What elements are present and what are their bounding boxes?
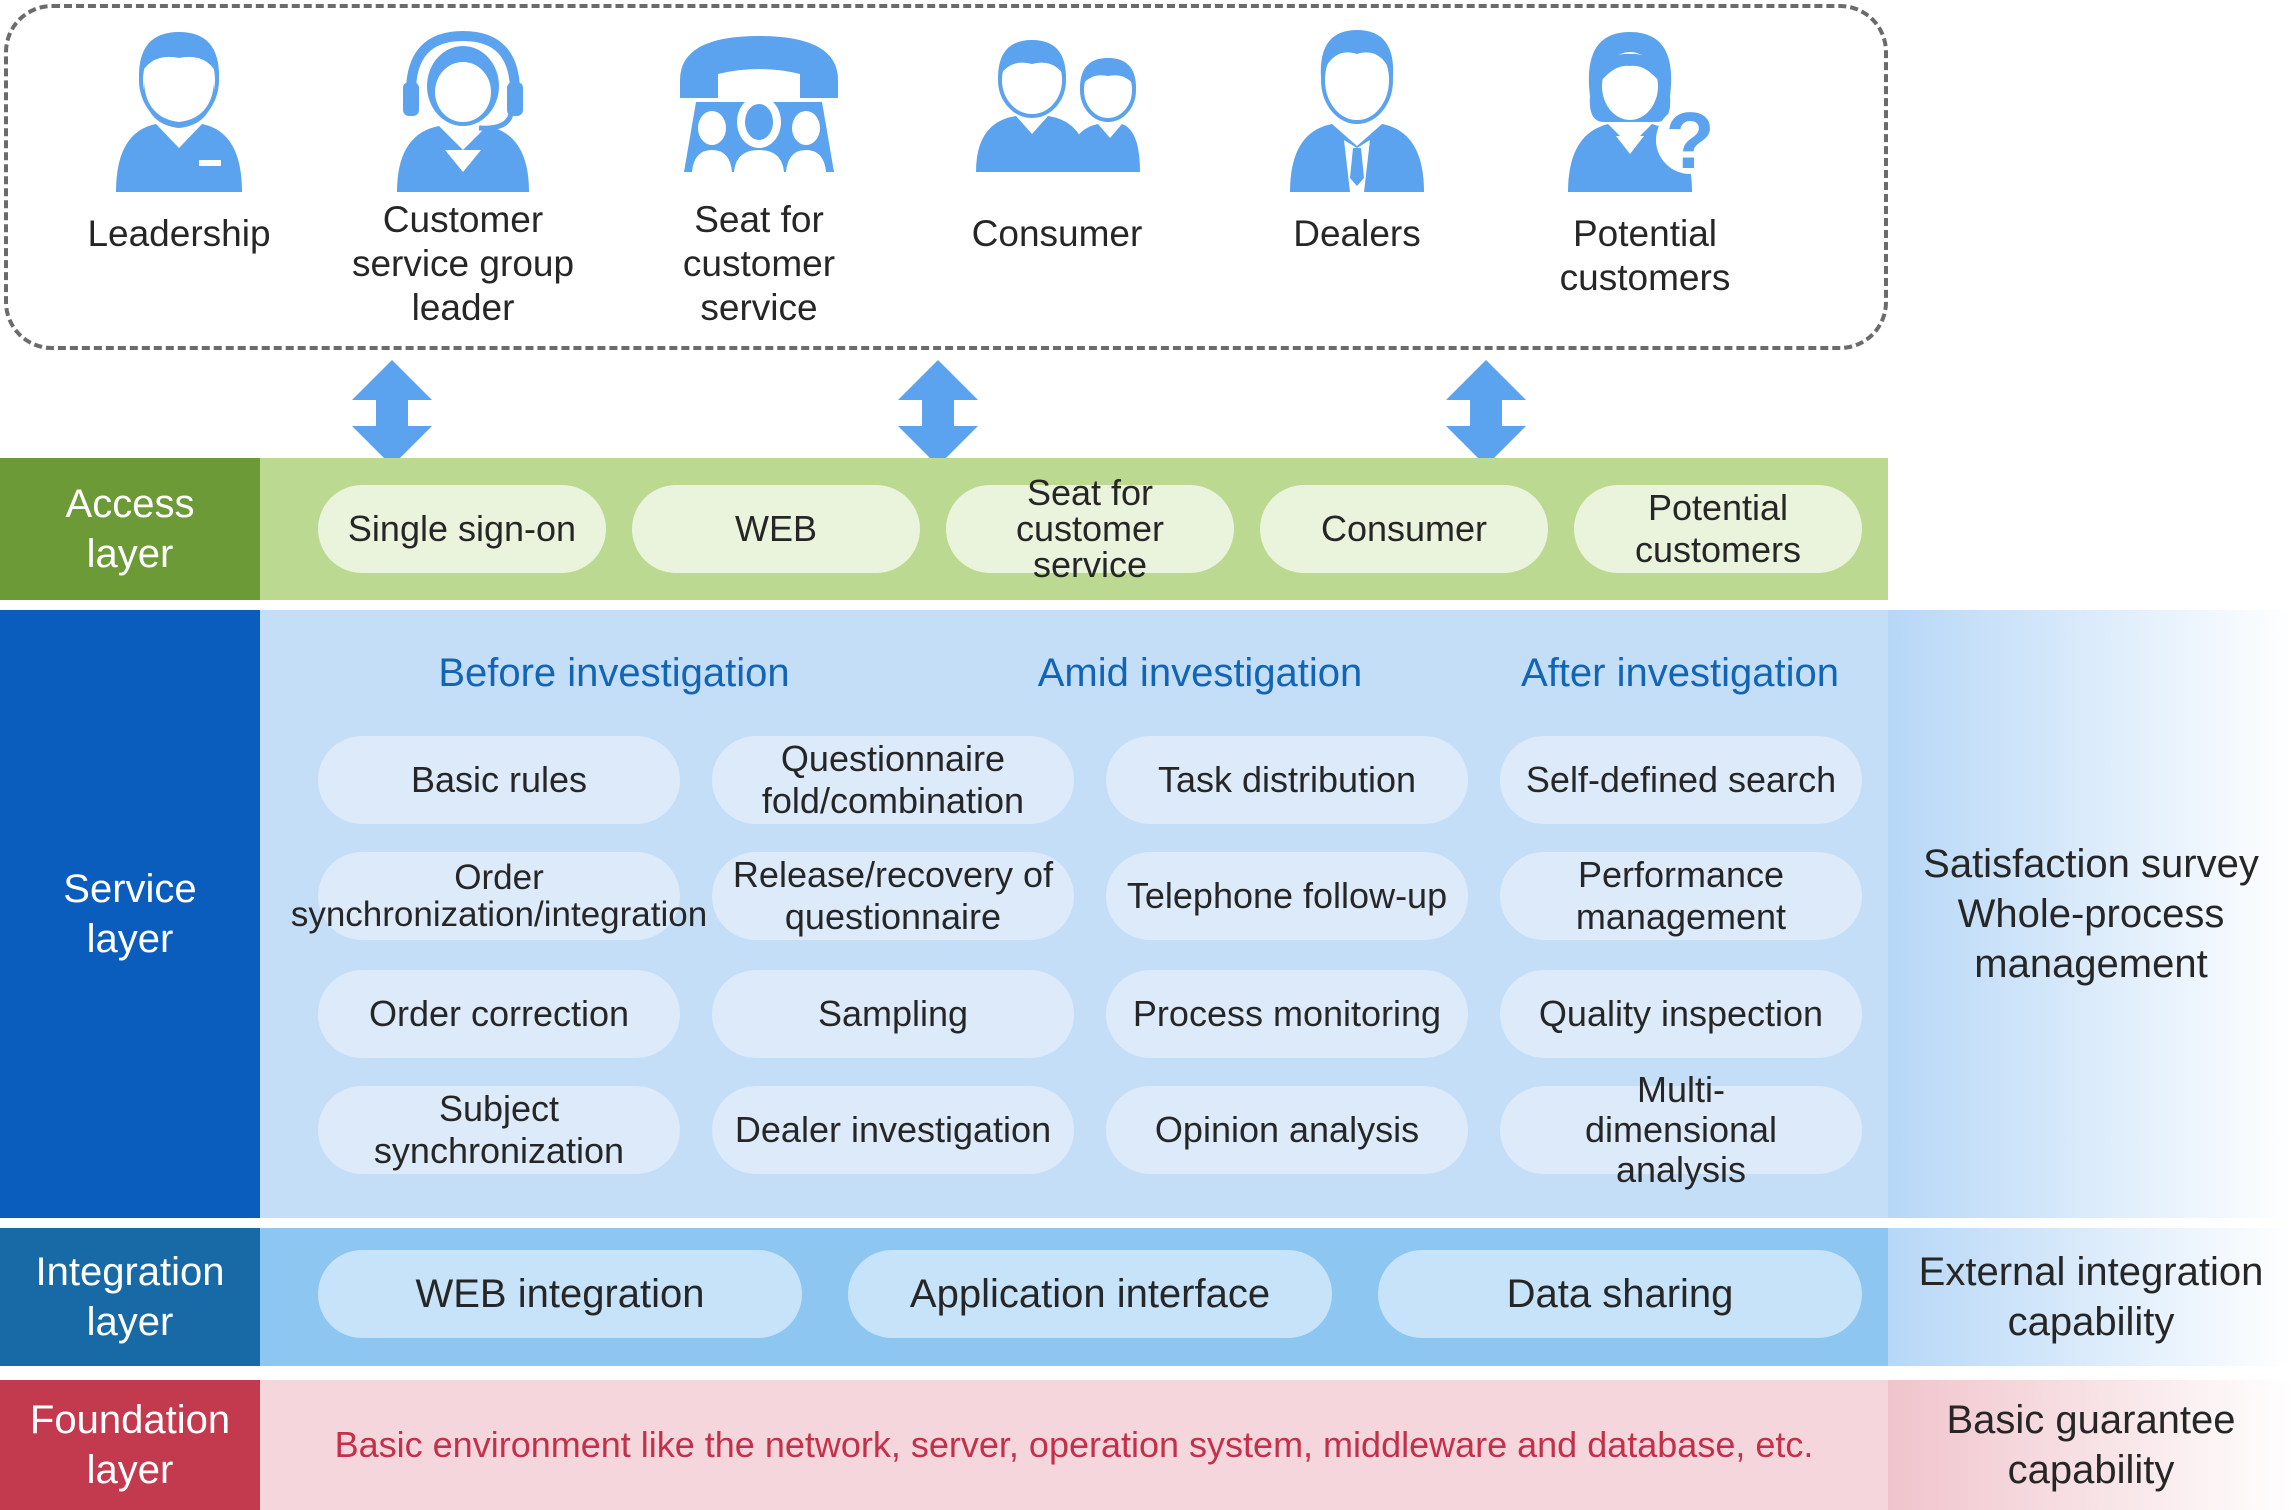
user-label: Customer service group leader <box>351 199 575 328</box>
headset-person-icon <box>397 30 529 192</box>
service-layer-label-text: Service layer <box>63 867 197 961</box>
user-dealers: Dealers <box>1222 22 1492 254</box>
service-item: Process monitoring <box>1106 970 1468 1058</box>
user-potential-customers: ? Potential customers <box>1510 22 1780 298</box>
integration-layer-label: Integration layer <box>0 1228 260 1366</box>
access-item: Consumer <box>1260 485 1548 573</box>
service-item: Self-defined search <box>1500 736 1862 824</box>
bidirectional-arrow-icon <box>898 360 978 466</box>
service-layer-side-note: Satisfaction survey Whole-process manage… <box>1888 610 2294 1218</box>
foundation-text: Basic environment like the network, serv… <box>334 1424 1814 1465</box>
foundation-layer-side-note: Basic guarantee capability <box>1888 1380 2294 1510</box>
service-layer-label: Service layer <box>0 610 260 1218</box>
user-consumer: Consumer <box>922 22 1192 254</box>
service-item: Telephone follow-up <box>1106 852 1468 940</box>
service-item: Release/recovery of questionnaire <box>712 852 1074 940</box>
service-item: Performance management <box>1500 852 1862 940</box>
access-item: WEB <box>632 485 920 573</box>
access-layer-label: Access layer <box>0 458 260 600</box>
foundation-layer-label-text: Foundation layer <box>29 1398 231 1492</box>
user-label: Dealers <box>1293 213 1421 254</box>
service-item: Quality inspection <box>1500 970 1862 1058</box>
two-persons-icon <box>976 40 1140 172</box>
integration-item: Data sharing <box>1378 1250 1862 1338</box>
service-item: Order correction <box>318 970 680 1058</box>
user-label: Consumer <box>971 213 1143 254</box>
bidirectional-arrow-icon <box>1446 360 1526 466</box>
service-item: Multi-dimensional analysis <box>1500 1070 1862 1190</box>
service-item: Dealer investigation <box>712 1086 1074 1174</box>
integration-layer-label-text: Integration layer <box>35 1250 225 1344</box>
svg-text:?: ? <box>1666 96 1715 185</box>
user-customer-service-group-leader: Customer service group leader <box>328 22 598 328</box>
integration-side-text: External integration capability <box>1918 1250 2264 1344</box>
integration-item: Application interface <box>848 1250 1332 1338</box>
user-label: Potential customers <box>1559 213 1731 298</box>
service-item: Opinion analysis <box>1106 1086 1468 1174</box>
access-item: Potential customers <box>1574 485 1862 573</box>
suit-person-icon <box>1290 30 1424 192</box>
user-label: Seat for customer service <box>682 199 836 328</box>
foundation-side-text: Basic guarantee capability <box>1946 1398 2236 1492</box>
service-item: Order synchronization/integration <box>291 852 707 940</box>
user-group-container <box>4 4 1888 350</box>
question-person-icon: ? <box>1568 32 1724 192</box>
integration-layer-side-note: External integration capability <box>1888 1228 2294 1366</box>
user-leadership: Leadership <box>44 22 314 254</box>
service-side-text: Satisfaction survey Whole-process manage… <box>1923 842 2259 986</box>
bidirectional-arrow-icon <box>352 360 432 466</box>
user-seat-for-customer-service: Seat for customer service <box>624 22 894 328</box>
service-item: Task distribution <box>1106 736 1468 824</box>
access-item: Seat for customer service <box>946 475 1234 583</box>
service-item: Questionnaire fold/combination <box>712 736 1074 824</box>
leader-person-icon <box>116 32 242 192</box>
phase-heading: Before investigation <box>438 651 790 695</box>
phase-heading: After investigation <box>1521 651 1839 695</box>
phase-heading: Amid investigation <box>1037 651 1363 695</box>
user-label: Leadership <box>87 213 271 254</box>
service-item: Sampling <box>712 970 1074 1058</box>
service-item: Subject synchronization <box>318 1086 680 1174</box>
integration-item: WEB integration <box>318 1250 802 1338</box>
foundation-layer-band: Basic environment like the network, serv… <box>260 1380 1888 1510</box>
service-item: Basic rules <box>318 736 680 824</box>
access-layer-label-text: Access layer <box>65 482 195 576</box>
telephone-group-icon <box>680 36 838 172</box>
foundation-layer-label: Foundation layer <box>0 1380 260 1510</box>
access-item: Single sign-on <box>318 485 606 573</box>
